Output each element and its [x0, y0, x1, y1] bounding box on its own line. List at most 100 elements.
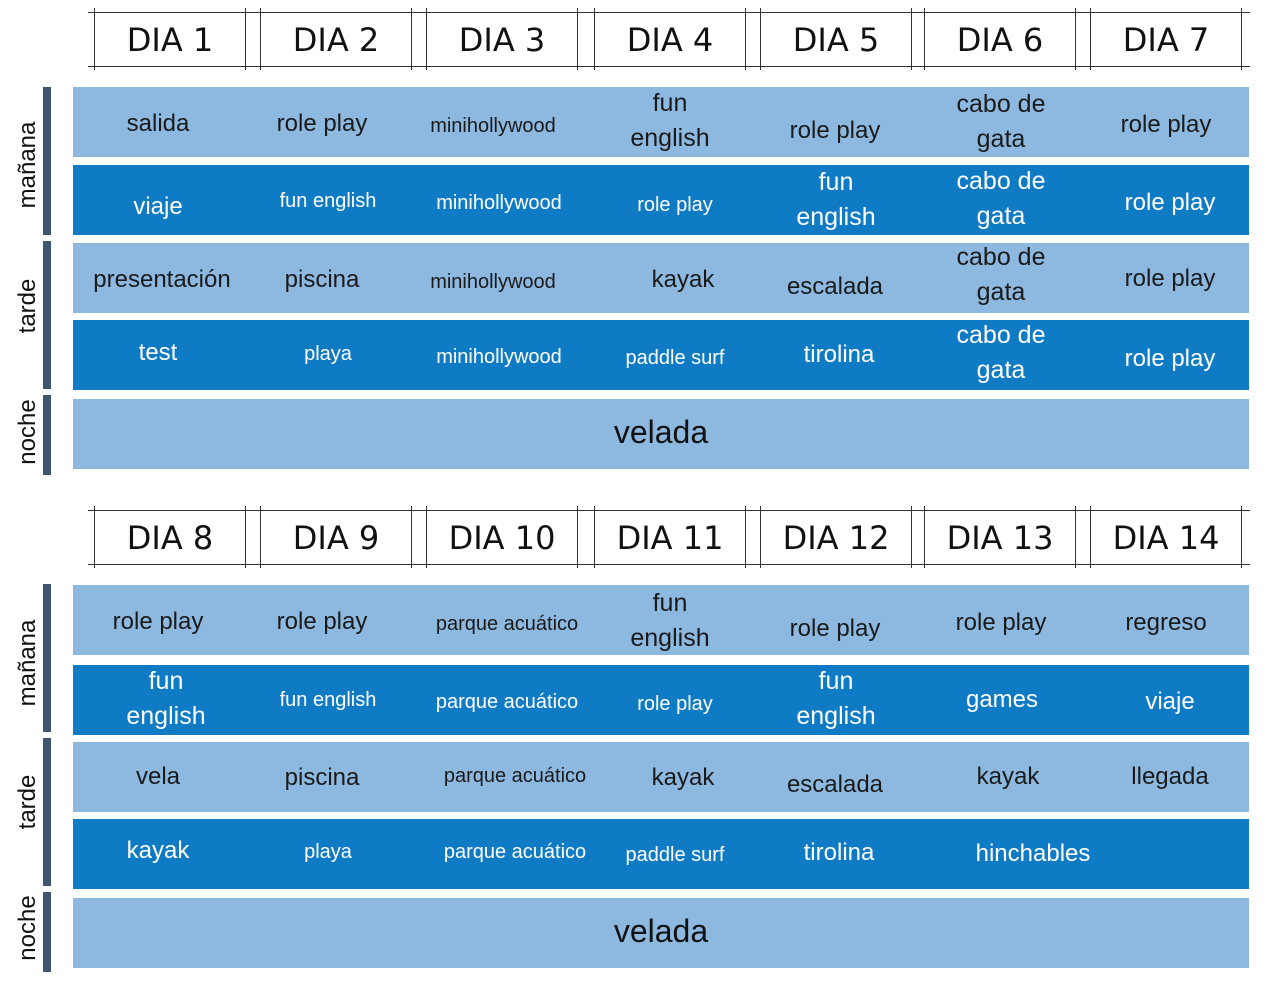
day-header: DIA 13	[924, 506, 1076, 568]
activity-row: salida role play minihollywood fun engli…	[73, 87, 1249, 157]
activity-row: role play role play parque acuático fun …	[73, 585, 1249, 655]
day-header: DIA 9	[260, 506, 412, 568]
divider	[88, 12, 1250, 13]
day-header-row: DIA 8 DIA 9 DIA 10 DIA 11 DIA 12 DIA 13 …	[88, 506, 1250, 568]
day-header: DIA 1	[94, 8, 246, 70]
activity-cell: fun english	[279, 190, 377, 212]
night-row: velada	[73, 898, 1249, 968]
activity-cell: regreso	[1125, 609, 1207, 636]
day-label: DIA 4	[626, 21, 714, 59]
day-label: DIA 11	[616, 519, 724, 557]
activity-row: test playa minihollywood paddle surf tir…	[73, 320, 1249, 390]
activity-cell: minihollywood	[436, 346, 562, 368]
night-row: velada	[73, 399, 1249, 469]
activity-cell: paddle surf	[625, 347, 725, 369]
day-label: DIA 5	[792, 21, 880, 59]
day-label: DIA 3	[458, 21, 546, 59]
activity-cell: role play	[1124, 189, 1216, 216]
activity-cell: vela	[135, 763, 181, 790]
activity-cell: parque acuático	[443, 841, 587, 863]
activity-cell: paddle surf	[625, 844, 725, 866]
activity-cell: hinchables	[975, 840, 1091, 867]
day-header: DIA 2	[260, 8, 412, 70]
day-header: DIA 5	[760, 8, 912, 70]
period-bar-night	[43, 892, 51, 972]
activity-cell: presentación	[93, 266, 231, 293]
activity-row: fun english fun english parque acuático …	[73, 665, 1249, 735]
activity-row: vela piscina parque acuático kayak escal…	[73, 742, 1249, 812]
activity-cell: viaje	[133, 193, 183, 220]
divider	[88, 66, 1250, 67]
activity-cell: role play	[1124, 345, 1216, 372]
activity-row: kayak playa parque acuático paddle surf …	[73, 819, 1249, 889]
activity-cell: kayak	[126, 837, 190, 864]
activity-row: viaje fun english minihollywood role pla…	[73, 165, 1249, 235]
activity-cell: role play	[789, 117, 881, 144]
period-bar-afternoon	[43, 241, 51, 389]
activity-cell: viaje	[1145, 688, 1195, 715]
activity-cell: test	[138, 339, 178, 366]
activity-cell: playa	[304, 841, 352, 863]
activity-cell: role play	[276, 110, 368, 137]
day-header: DIA 8	[94, 506, 246, 568]
day-label: DIA 10	[448, 519, 556, 557]
activity-cell: playa	[304, 343, 352, 365]
activity-cell: fun english	[630, 89, 710, 152]
activity-cell: cabo de gata	[956, 243, 1046, 306]
activity-cell: cabo de gata	[956, 90, 1046, 153]
night-activity: velada	[613, 414, 709, 450]
day-label: DIA 12	[782, 519, 890, 557]
night-activity: velada	[613, 913, 709, 949]
activity-cell: parque acuático	[435, 613, 579, 635]
day-header: DIA 3	[426, 8, 578, 70]
day-label: DIA 1	[126, 21, 214, 59]
activity-cell: fun english	[796, 667, 876, 730]
activity-row: presentación piscina minihollywood kayak…	[73, 243, 1249, 313]
activity-cell: parque acuático	[435, 691, 579, 713]
day-label: DIA 13	[946, 519, 1054, 557]
activity-cell: minihollywood	[430, 115, 556, 137]
day-label: DIA 2	[292, 21, 380, 59]
activity-cell: escalada	[786, 771, 884, 798]
day-header: DIA 12	[760, 506, 912, 568]
activity-cell: cabo de gata	[956, 167, 1046, 230]
divider	[88, 564, 1250, 565]
activity-cell: piscina	[284, 266, 360, 293]
day-label: DIA 8	[126, 519, 214, 557]
activity-cell: role play	[276, 608, 368, 635]
period-bar-night	[43, 395, 51, 475]
activity-cell: fun english	[126, 667, 206, 730]
day-header: DIA 7	[1090, 8, 1242, 70]
day-header: DIA 11	[594, 506, 746, 568]
activity-cell: minihollywood	[436, 192, 562, 214]
activity-cell: role play	[789, 615, 881, 642]
activity-cell: role play	[955, 609, 1047, 636]
activity-cell: minihollywood	[430, 271, 556, 293]
period-bar-morning	[43, 87, 51, 235]
day-label: DIA 14	[1112, 519, 1220, 557]
period-bar-morning	[43, 584, 51, 732]
activity-cell: parque acuático	[443, 765, 587, 787]
day-header: DIA 10	[426, 506, 578, 568]
day-header: DIA 6	[924, 8, 1076, 70]
activity-cell: kayak	[651, 266, 715, 293]
divider	[88, 510, 1250, 511]
activity-cell: role play	[1124, 265, 1216, 292]
activity-cell: role play	[637, 693, 713, 715]
activity-cell: cabo de gata	[956, 321, 1046, 384]
day-header: DIA 4	[594, 8, 746, 70]
day-header: DIA 14	[1090, 506, 1242, 568]
activity-cell: escalada	[786, 273, 884, 300]
activity-cell: role play	[637, 194, 713, 216]
activity-cell: role play	[112, 608, 204, 635]
activity-cell: salida	[126, 110, 190, 137]
activity-cell: llegada	[1131, 763, 1209, 790]
activity-cell: kayak	[976, 763, 1040, 790]
activity-cell: role play	[1120, 111, 1212, 138]
activity-cell: piscina	[284, 764, 360, 791]
day-label: DIA 6	[956, 21, 1044, 59]
activity-cell: fun english	[279, 689, 377, 711]
activity-cell: kayak	[651, 764, 715, 791]
activity-cell: tirolina	[803, 839, 875, 866]
activity-cell: fun english	[630, 589, 710, 652]
